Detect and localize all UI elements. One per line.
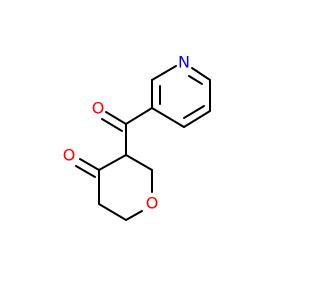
molecule-diagram: N O O O xyxy=(63,53,211,221)
ketone-oxygen-top-symbol: O xyxy=(92,99,105,118)
carbonyl-linker xyxy=(101,107,153,156)
bond-c3-c4 xyxy=(151,107,185,128)
atom-label-nitrogen: N xyxy=(178,53,190,72)
bond-ring-ketone-a xyxy=(79,158,100,171)
pyridine-ring xyxy=(151,65,211,128)
bond-carbonyl-o-a xyxy=(105,111,127,125)
nitrogen-symbol: N xyxy=(178,53,190,72)
bond-ring-ketone-b xyxy=(75,165,96,178)
atom-label-oxygen-left: O xyxy=(63,146,76,165)
ketone-oxygen-ring-symbol: O xyxy=(63,146,76,165)
bond-ring-o-c6 xyxy=(125,210,143,221)
bond-ring-c6-c5 xyxy=(98,203,127,221)
bond-ring-c3-c2 xyxy=(125,154,153,171)
bond-c6-n-inner xyxy=(188,75,203,85)
bond-c4-c5 xyxy=(183,110,211,128)
oxane-ring xyxy=(75,154,153,221)
bond-ring-c3-c4 xyxy=(98,154,127,171)
atom-label-oxygen-top: O xyxy=(92,99,105,118)
bond-c3-carbonyl xyxy=(125,107,153,125)
bond-n-c2 xyxy=(151,65,177,81)
bond-c6-n xyxy=(191,67,211,81)
atom-label-oxygen-ring: O xyxy=(146,194,159,213)
bond-carbonyl-o-b xyxy=(101,118,123,132)
bond-c4-c5-inner xyxy=(183,105,205,119)
ring-oxygen-symbol: O xyxy=(146,194,159,213)
